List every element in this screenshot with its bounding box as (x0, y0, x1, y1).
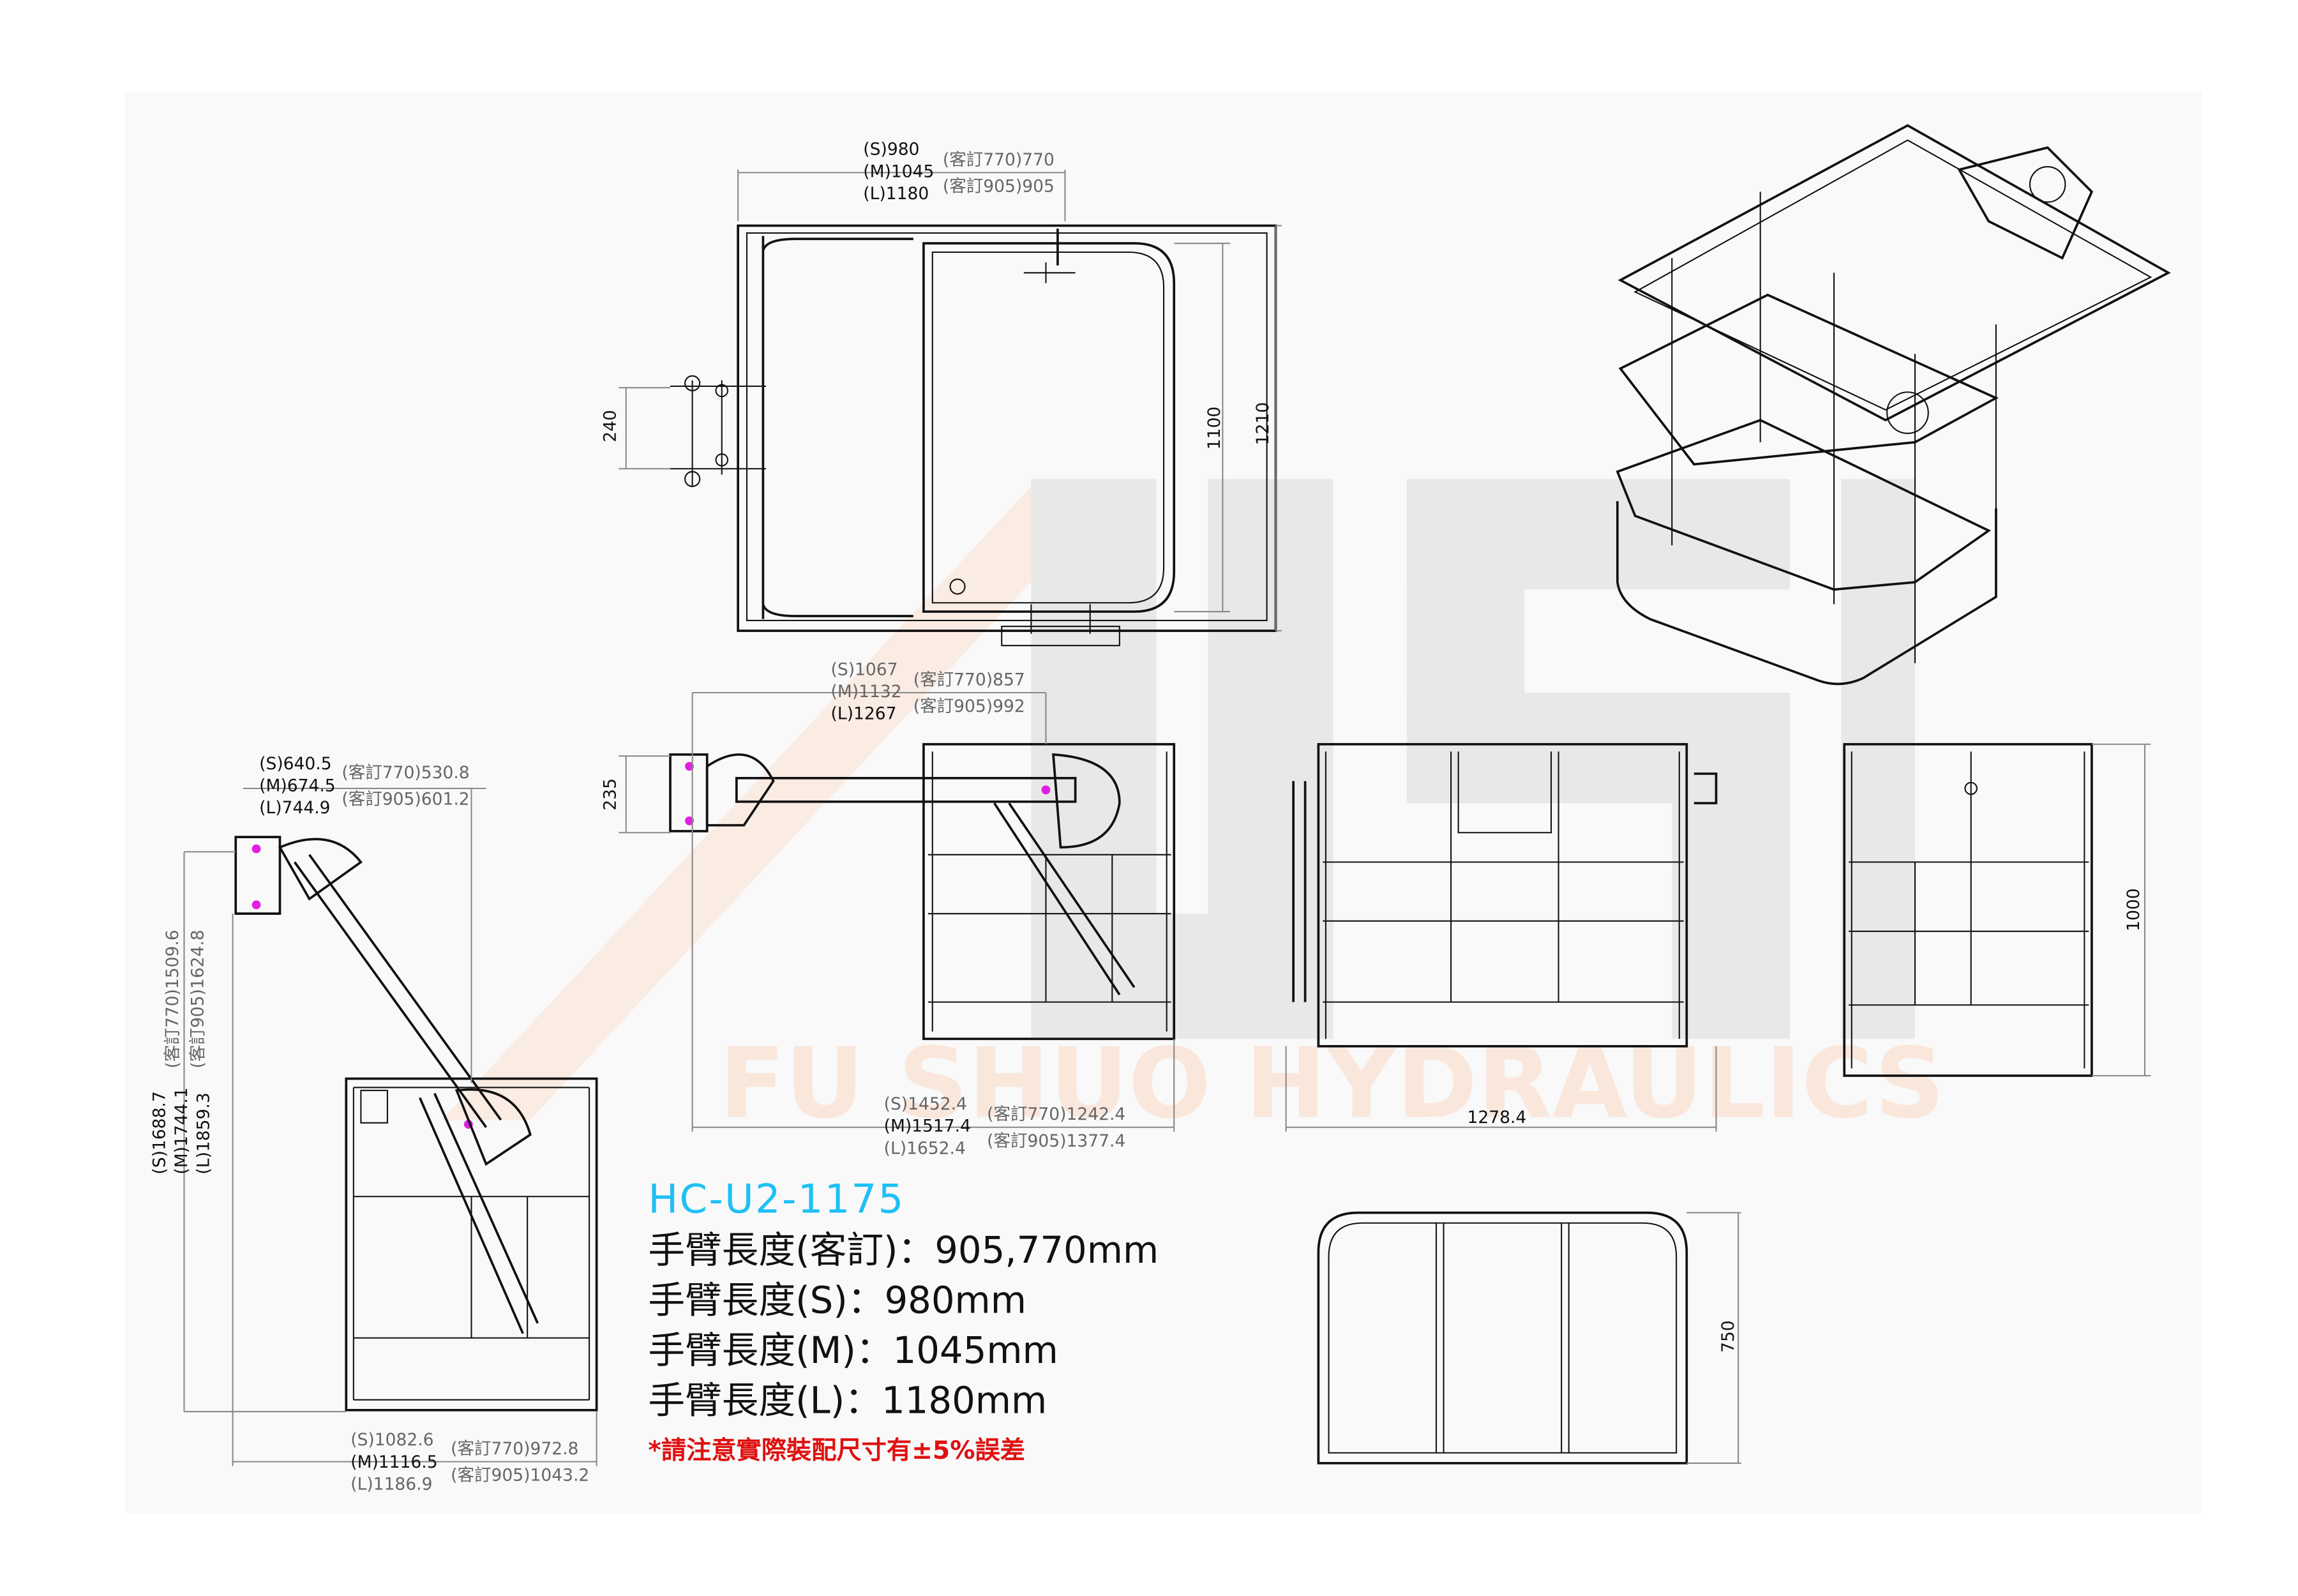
offset-custom-770: (客訂770)530.8 (342, 763, 469, 783)
back-height-dim: 1000 (2124, 888, 2144, 931)
width-dim-m: (M)1116.5 (350, 1452, 437, 1472)
dim-1210: 1210 (1253, 402, 1273, 445)
height-dim-s: (S)1688.7 (149, 1091, 169, 1174)
height-dim-m: (M)1744.1 (172, 1087, 192, 1174)
model-number: HC-U2-1175 (648, 1176, 905, 1223)
width-dim-s: (S)1082.6 (350, 1430, 433, 1450)
back-view (1843, 742, 2151, 1077)
side-view-left (183, 787, 598, 1466)
total-dim-m: (M)1517.4 (884, 1117, 971, 1136)
front-view (1285, 742, 1718, 1132)
top-custom-dim-770: (客訂770)770 (943, 150, 1055, 170)
height-custom-770: (客訂770)1509.6 (163, 930, 183, 1068)
offset-dim-l: (L)744.9 (259, 798, 330, 818)
spec-line-m: 手臂長度(M)：1045mm (648, 1329, 1058, 1372)
plan-view (1317, 1211, 1741, 1464)
tolerance-note: *請注意實際裝配尺寸有±5%誤差 (648, 1436, 1025, 1465)
mid-arm-custom-905: (客訂905)992 (913, 696, 1025, 716)
front-width-dim: 1278.4 (1467, 1108, 1526, 1127)
top-arm-dim-m: (M)1045 (863, 162, 934, 181)
spec-line-s: 手臂長度(S)：980mm (648, 1279, 1026, 1322)
dim-235: 235 (601, 778, 620, 811)
top-view (619, 169, 1282, 647)
offset-dim-s: (S)640.5 (259, 754, 331, 774)
plan-depth-dim: 750 (1718, 1320, 1738, 1353)
top-custom-dim-905: (客訂905)905 (943, 176, 1055, 196)
width-dim-l: (L)1186.9 (350, 1474, 432, 1494)
mid-arm-dim-l: (L)1267 (831, 704, 897, 724)
spec-line-custom: 手臂長度(客訂)：905,770mm (648, 1228, 1159, 1272)
width-custom-905: (客訂905)1043.2 (451, 1466, 589, 1486)
dim-1100: 1100 (1205, 407, 1224, 449)
top-arm-dim-l: (L)1180 (863, 184, 929, 204)
top-arm-dim-s: (S)980 (863, 140, 919, 160)
isometric-view (1616, 124, 2171, 686)
total-custom-770: (客訂770)1242.4 (987, 1104, 1125, 1124)
height-custom-905: (客訂905)1624.8 (188, 930, 207, 1068)
total-dim-l: (L)1652.4 (884, 1138, 966, 1158)
mid-arm-custom-770: (客訂770)857 (913, 670, 1025, 689)
total-dim-s: (S)1452.4 (884, 1094, 967, 1114)
width-custom-770: (客訂770)972.8 (451, 1439, 578, 1459)
spec-line-l: 手臂長度(L)：1180mm (648, 1378, 1047, 1422)
pivot-marker (252, 844, 261, 854)
height-dim-l: (L)1859.3 (194, 1092, 214, 1174)
total-custom-905: (客訂905)1377.4 (987, 1131, 1125, 1151)
mid-arm-dim-s: (S)1067 (831, 659, 898, 679)
watermark-logo (442, 479, 1915, 1120)
offset-dim-m: (M)674.5 (259, 776, 335, 796)
side-view-mid (619, 691, 1176, 1132)
pivot-marker (252, 900, 261, 910)
mid-arm-dim-m: (M)1132 (831, 682, 902, 702)
dim-240: 240 (601, 410, 620, 442)
offset-custom-905: (客訂905)601.2 (342, 789, 469, 809)
